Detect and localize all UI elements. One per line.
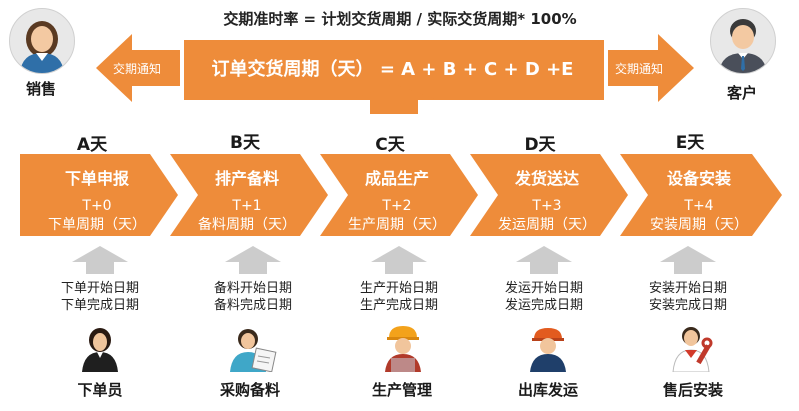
step-c-text: 成品生产 T+2 生产周期（天） [322,165,472,235]
sales-avatar [9,8,75,74]
left-notice-arrow [96,34,180,102]
gray-arrow-c [371,246,427,274]
chevron-step-c [320,154,478,236]
step-b-end-date-label: 备料完成日期 [213,298,292,313]
gray-up-arrows [72,246,716,274]
role-label-d: 出库发运 [517,381,578,399]
up-arrow [350,84,438,114]
day-label-e: E天 [675,133,705,153]
chevron-step-b [170,154,328,236]
on-time-rate-formula: 交期准时率 = 计划交货周期 / 实际交货周期* 100% [223,10,577,28]
step-b-text: 排产备料 T+1 备料周期（天） [172,165,322,235]
chevron-step-e [620,154,782,236]
step-d-title: 发货送达 [514,169,579,188]
step-c-title: 成品生产 [364,169,429,188]
banner-graphic [96,34,694,114]
gray-arrow-d [516,246,572,274]
step-c-end-date-label: 生产完成日期 [359,298,438,313]
step-c-start-date-label: 生产开始日期 [359,281,438,296]
step-c-dates: 生产开始日期 生产完成日期 [334,280,464,314]
step-d-end-date-label: 发运完成日期 [504,298,583,313]
step-e-start-date-label: 安装开始日期 [648,281,727,296]
step-b-start-date-label: 备料开始日期 [213,281,292,296]
step-e-title: 设备安装 [666,169,731,188]
step-a-title: 下单申报 [64,169,129,188]
left-notice-label: 交期通知 [113,62,162,76]
step-c-t: T+2 [382,198,412,214]
step-d-t: T+3 [532,198,562,214]
step-b-dates: 备料开始日期 备料完成日期 [188,280,318,314]
step-b-title: 排产备料 [214,169,279,188]
step-d-period: 发运周期（天） [498,217,596,233]
clerk-icon [82,328,118,372]
right-notice-arrow [608,34,694,102]
step-d-dates: 发运开始日期 发运完成日期 [479,280,609,314]
gray-arrow-a [72,246,128,274]
step-a-text: 下单申报 T+0 下单周期（天） [22,165,172,235]
step-a-period: 下单周期（天） [48,217,146,233]
sales-label: 销售 [25,80,56,98]
role-label-c: 生产管理 [371,381,432,399]
gray-arrow-b [225,246,281,274]
step-e-t: T+4 [684,198,714,214]
purchaser-icon [230,329,277,372]
step-a-end-date-label: 下单完成日期 [60,298,139,313]
order-delivery-cycle: 订单交货周期（天） = A + B + C + D +E [211,59,574,80]
role-label-a: 下单员 [77,381,123,399]
step-e-end-date-label: 安装完成日期 [648,298,727,313]
day-label-d: D天 [524,135,556,155]
step-a-start-date-label: 下单开始日期 [60,281,139,296]
step-e-period: 安装周期（天） [650,217,748,233]
chevron-step-d [470,154,628,236]
step-c-period: 生产周期（天） [348,217,446,233]
step-b-t: T+1 [232,198,262,214]
day-label-a: A天 [76,135,108,155]
installer-icon [672,327,713,372]
process-chevrons [20,154,782,236]
gray-arrow-e [660,246,716,274]
customer-avatar [710,8,776,74]
role-label-b: 采购备料 [219,381,280,399]
worker-icon [385,326,421,372]
step-e-text: 设备安装 T+4 安装周期（天） [624,165,774,235]
step-a-t: T+0 [82,198,112,214]
role-label-e: 售后安装 [662,381,723,399]
step-b-period: 备料周期（天） [198,217,296,233]
step-e-dates: 安装开始日期 安装完成日期 [623,280,753,314]
step-d-text: 发货送达 T+3 发运周期（天） [472,165,622,235]
customer-label: 客户 [726,84,757,102]
right-notice-label: 交期通知 [615,62,664,76]
saleswoman-icon [20,21,64,73]
day-label-c: C天 [375,135,405,155]
step-a-dates: 下单开始日期 下单完成日期 [35,280,165,314]
shipper-icon [530,328,566,372]
businessman-icon [719,19,767,73]
day-label-b: B天 [230,133,260,153]
chevron-step-a [20,154,178,236]
step-d-start-date-label: 发运开始日期 [504,281,583,296]
